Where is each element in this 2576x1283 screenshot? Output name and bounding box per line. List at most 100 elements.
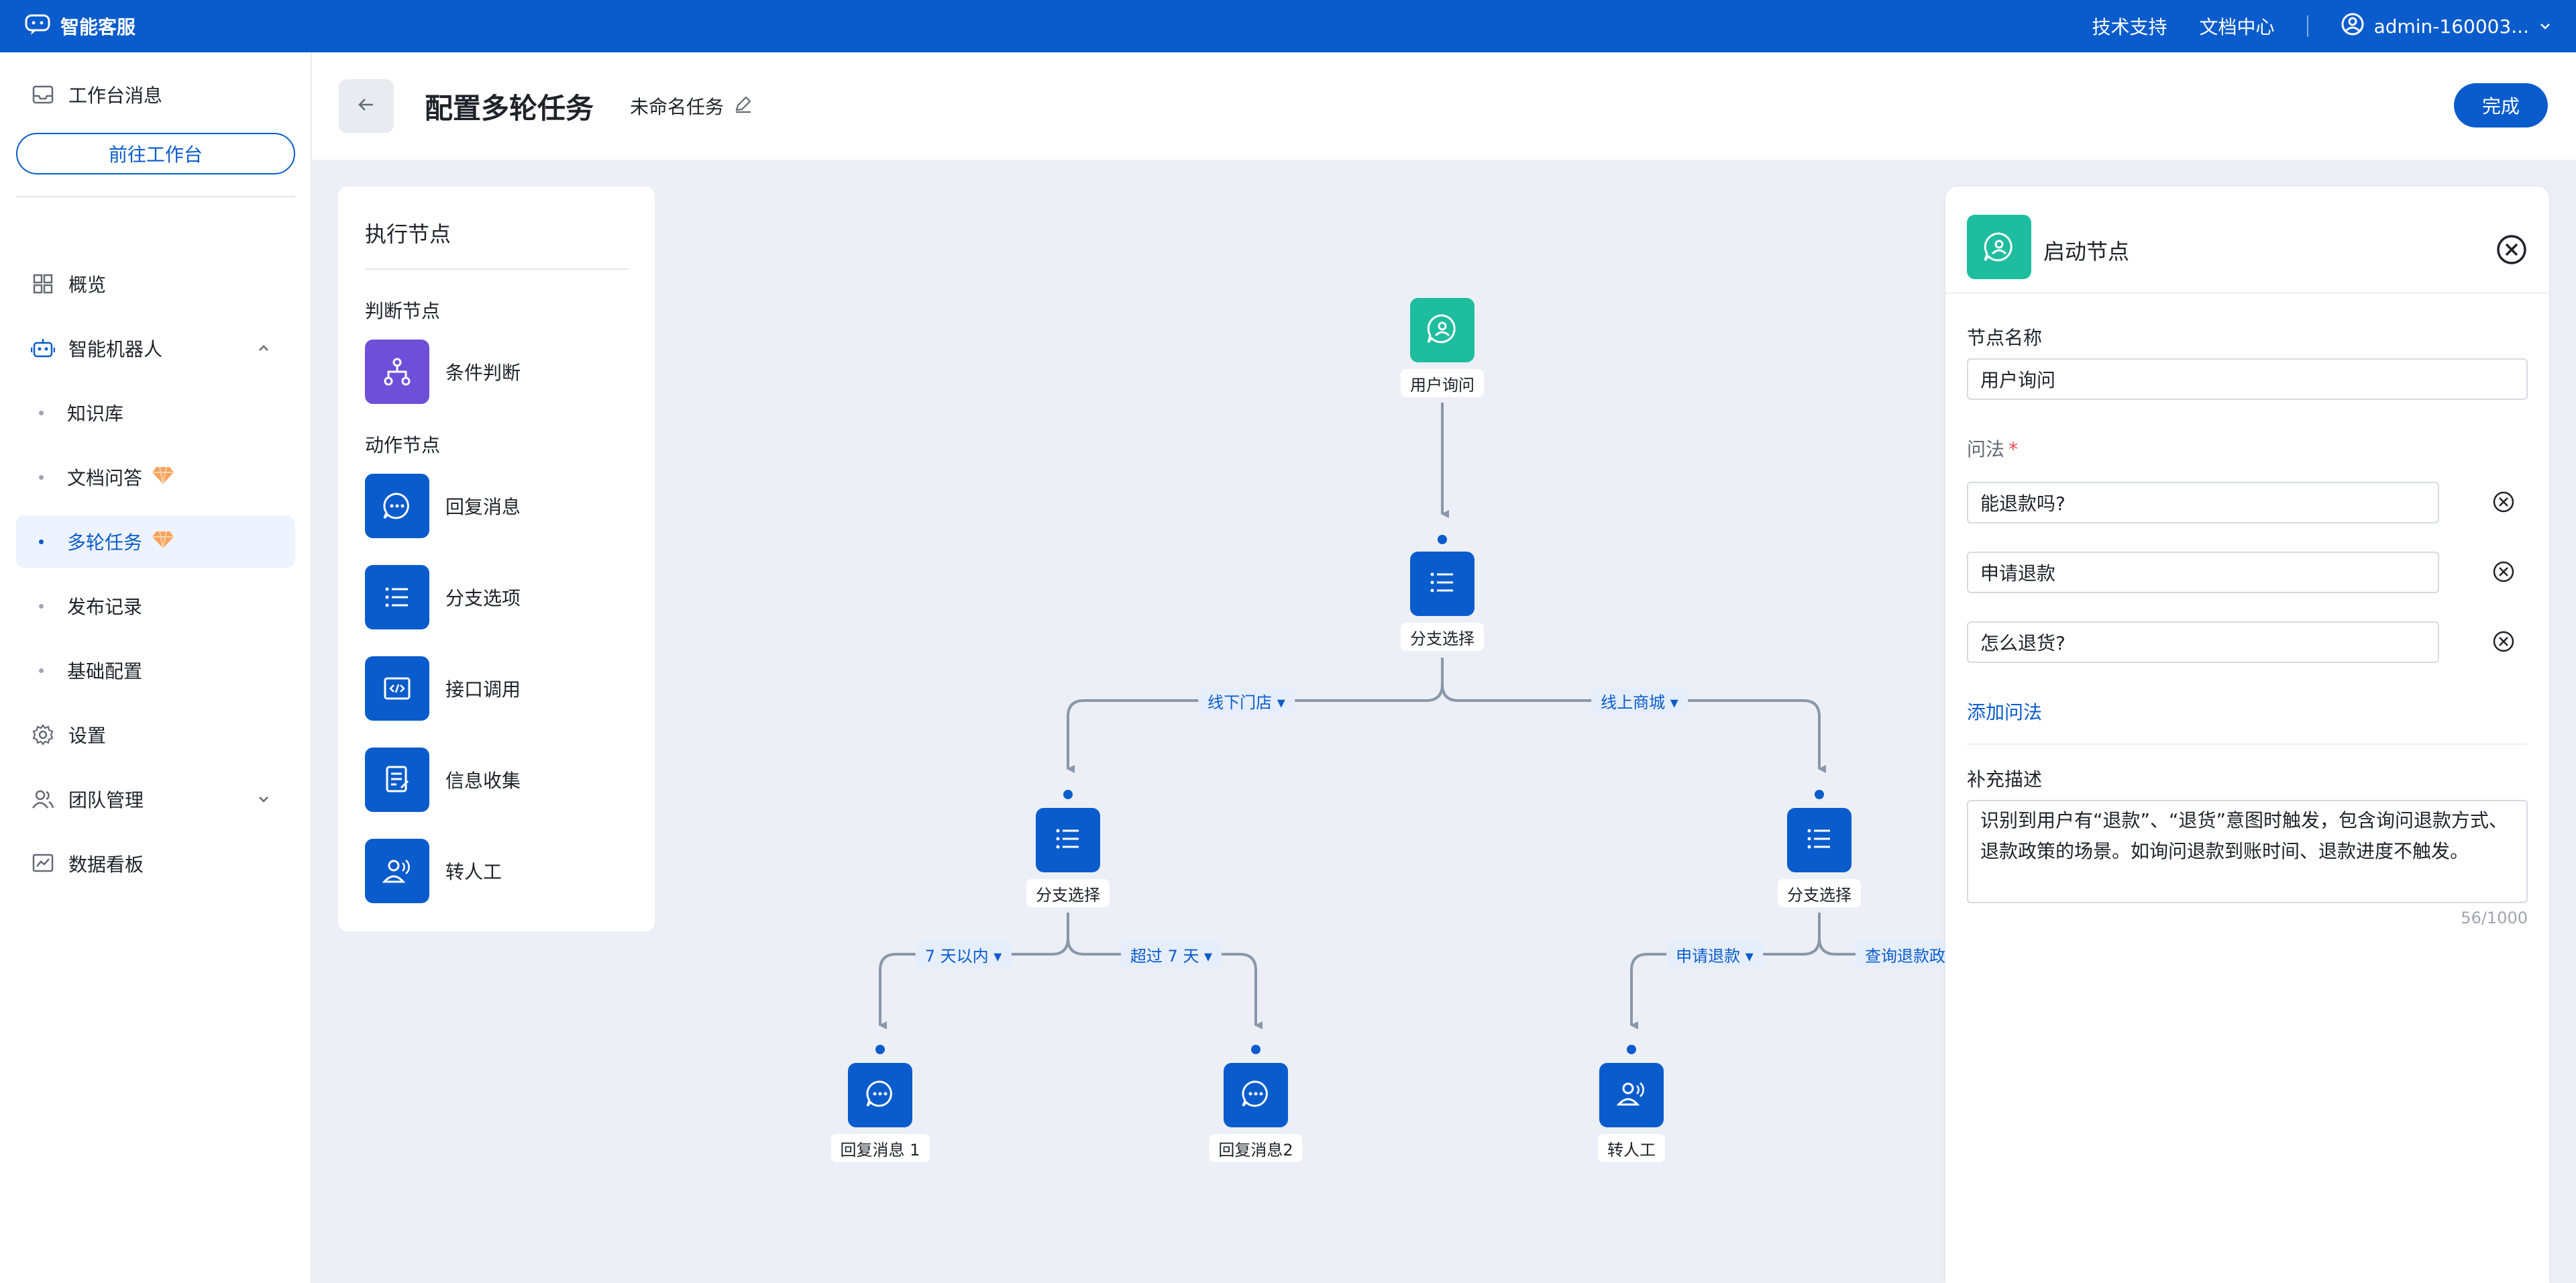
gear-icon <box>31 723 55 747</box>
char-counter: 56/1000 <box>2461 909 2528 927</box>
palette-title: 执行节点 <box>365 221 451 247</box>
arrow-left-icon <box>356 94 377 118</box>
brand[interactable]: 智能客服 <box>24 13 136 40</box>
sidebar-item-label: 智能机器人 <box>68 338 163 360</box>
palette-item-label: 分支选项 <box>445 587 521 609</box>
flow-node-label: 转人工 <box>1598 1134 1665 1162</box>
sidebar-item-label: 概览 <box>68 274 107 296</box>
sidebar-item-doc-qa[interactable]: 文档问答 <box>16 451 295 503</box>
divider <box>2306 15 2308 37</box>
flow-node-branch-main[interactable] <box>1410 552 1474 616</box>
description-label: 补充描述 <box>1967 768 2043 790</box>
docs-link[interactable]: 文档中心 <box>2199 16 2275 38</box>
page-header: 配置多轮任务 未命名任务 完成 <box>312 52 2576 160</box>
edge-within7 <box>879 913 1069 1029</box>
diamond-badge-icon <box>152 530 174 554</box>
palette-item-transfer[interactable]: 转人工 <box>365 839 502 903</box>
sidebar-item-multi-turn[interactable]: 多轮任务 <box>16 515 295 568</box>
list-icon <box>1426 566 1458 601</box>
sidebar-item-knowledge[interactable]: 知识库 <box>16 387 295 439</box>
edge-label-offline[interactable]: 线下门店 ▾ <box>1198 687 1295 714</box>
sidebar-item-workbench-msg[interactable]: 工作台消息 <box>16 68 295 121</box>
user-name: admin-160003... <box>2373 15 2529 38</box>
app-name: 智能客服 <box>60 16 136 38</box>
edge-label-online[interactable]: 线上商城 ▾ <box>1591 687 1688 714</box>
node-port[interactable] <box>1063 790 1073 799</box>
questions-label: 问法* <box>1967 435 2018 462</box>
flow-node-label: 分支选择 <box>1778 879 1861 907</box>
required-mark: * <box>2008 438 2019 460</box>
flow-node-reply2[interactable] <box>1224 1063 1288 1127</box>
edge-label-query[interactable]: 查询退款政 <box>1856 941 1955 968</box>
edge-label-over7[interactable]: 超过 7 天 ▾ <box>1120 941 1222 968</box>
sidebar: 工作台消息 前往工作台 概览 智能机器人 知识库 文档问答 多轮任务 <box>0 52 311 1283</box>
questions-label-text: 问法 <box>1967 438 2005 460</box>
sidebar-item-label: 团队管理 <box>68 789 144 811</box>
remove-circle-icon[interactable] <box>2491 490 2516 514</box>
edit-pencil-icon[interactable] <box>733 94 753 119</box>
bullet <box>39 474 44 480</box>
sidebar-item-robot[interactable]: 智能机器人 <box>16 322 295 374</box>
goto-workbench-button[interactable]: 前往工作台 <box>16 133 295 174</box>
add-question-link[interactable]: 添加问法 <box>1967 701 2043 723</box>
description-textarea[interactable]: 识别到用户有“退款”、“退货”意图时触发，包含询问退款方式、退款政策的场景。如询… <box>1967 800 2528 903</box>
palette-item-api[interactable]: 接口调用 <box>365 656 521 721</box>
sidebar-item-overview[interactable]: 概览 <box>16 258 295 310</box>
palette-group-judge: 判断节点 <box>365 300 441 322</box>
edge-apply <box>1630 913 1821 1029</box>
sidebar-item-dashboard[interactable]: 数据看板 <box>16 837 295 890</box>
sidebar-item-team[interactable]: 团队管理 <box>16 773 295 825</box>
sidebar-item-publish-log[interactable]: 发布记录 <box>16 580 295 632</box>
sidebar-item-settings[interactable]: 设置 <box>16 709 295 761</box>
list-icon <box>365 565 429 629</box>
divider <box>365 268 629 270</box>
palette-item-condition[interactable]: 条件判断 <box>365 340 521 404</box>
sidebar-item-label: 多轮任务 <box>67 531 143 554</box>
list-icon <box>1803 823 1835 858</box>
question-input[interactable]: 能退款吗? <box>1967 482 2439 523</box>
flow-node-start[interactable] <box>1410 298 1474 362</box>
palette-item-label: 转人工 <box>445 861 502 883</box>
sidebar-item-basic-config[interactable]: 基础配置 <box>16 644 295 697</box>
users-icon <box>31 787 55 811</box>
task-name[interactable]: 未命名任务 <box>630 93 753 119</box>
user-circle-icon <box>2341 12 2365 41</box>
node-port[interactable] <box>875 1045 885 1054</box>
back-button[interactable] <box>339 79 394 133</box>
flow-node-reply1[interactable] <box>848 1063 912 1127</box>
done-button[interactable]: 完成 <box>2454 83 2548 127</box>
palette-item-collect[interactable]: 信息收集 <box>365 748 521 812</box>
palette-item-reply[interactable]: 回复消息 <box>365 474 521 538</box>
chevron-up-icon <box>256 341 271 356</box>
diamond-badge-icon <box>152 466 174 489</box>
close-icon[interactable] <box>2496 234 2528 266</box>
edge-label-apply[interactable]: 申请退款 ▾ <box>1666 941 1763 968</box>
user-menu[interactable]: admin-160003... <box>2341 12 2552 41</box>
node-port[interactable] <box>1438 535 1447 544</box>
node-port[interactable] <box>1251 1045 1260 1054</box>
question-input[interactable]: 怎么退货? <box>1967 621 2439 663</box>
flow-node-branch-right[interactable] <box>1787 808 1851 872</box>
node-port[interactable] <box>1815 790 1824 799</box>
flow-node-transfer[interactable] <box>1599 1063 1664 1127</box>
inbox-icon <box>31 83 55 107</box>
question-input[interactable]: 申请退款 <box>1967 552 2439 593</box>
edge-label-within7[interactable]: 7 天以内 ▾ <box>915 941 1012 968</box>
remove-circle-icon[interactable] <box>2491 629 2516 654</box>
flow-node-branch-left[interactable] <box>1036 808 1100 872</box>
node-port[interactable] <box>1627 1045 1636 1054</box>
chevron-down-icon <box>2538 15 2552 38</box>
list-icon <box>1052 823 1084 858</box>
remove-circle-icon[interactable] <box>2491 560 2516 584</box>
chat-user-icon <box>1425 311 1460 349</box>
person-transfer-icon <box>1615 1078 1648 1113</box>
node-palette: 执行节点 判断节点 条件判断 动作节点 回复消息 分支选项 接口调用 信息收集 <box>338 187 655 931</box>
flow-node-label: 分支选择 <box>1026 879 1110 907</box>
sidebar-item-label: 数据看板 <box>68 854 144 876</box>
node-name-input[interactable]: 用户询问 <box>1967 358 2528 400</box>
palette-item-branch[interactable]: 分支选项 <box>365 565 521 629</box>
tech-support-link[interactable]: 技术支持 <box>2092 16 2167 38</box>
bullet <box>39 603 44 609</box>
chat-bubble-icon <box>24 13 51 39</box>
flow-node-label: 用户询问 <box>1401 369 1484 397</box>
